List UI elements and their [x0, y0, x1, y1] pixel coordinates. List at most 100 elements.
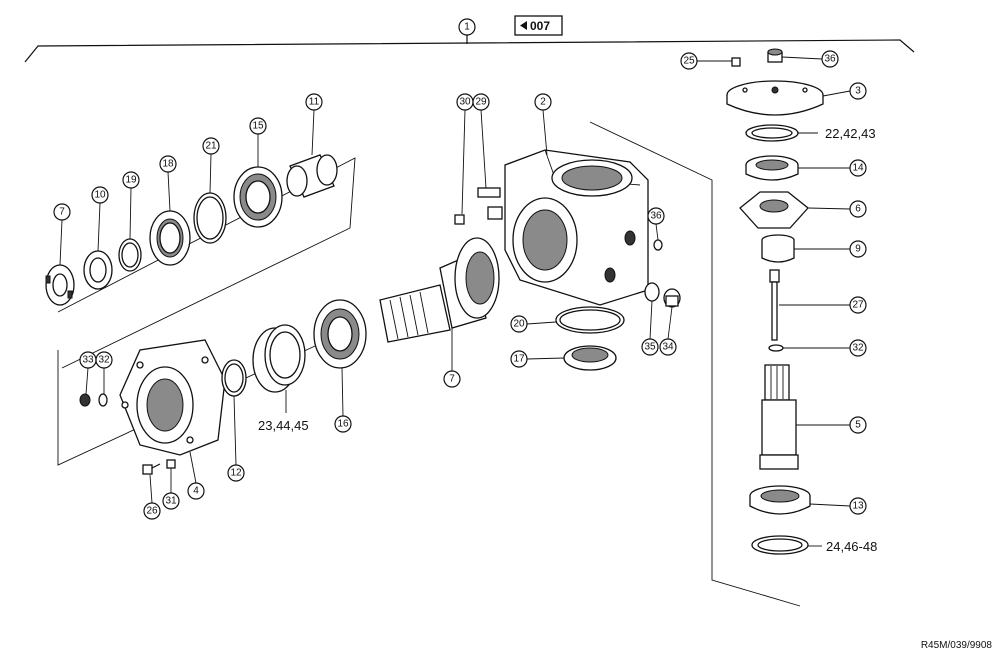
svg-text:11: 11 — [309, 97, 320, 108]
reference-box: 007 — [514, 15, 563, 36]
svg-text:33: 33 — [82, 355, 94, 366]
balloon-item-7: 7 — [443, 370, 461, 388]
balloon-item-2: 2 — [534, 93, 552, 111]
svg-text:29: 29 — [475, 97, 487, 108]
svg-text:25: 25 — [683, 56, 695, 67]
svg-text:13: 13 — [852, 501, 864, 512]
svg-text:7: 7 — [59, 207, 65, 218]
balloon-item-5: 5 — [849, 416, 867, 434]
housing-seal-part — [563, 345, 617, 371]
balloon-item-9: 9 — [849, 240, 867, 258]
roller-bearing-part — [233, 166, 283, 228]
balloon-item-12: 12 — [227, 464, 245, 482]
drain-plug-part — [663, 288, 681, 308]
balloon-item-14: 14 — [849, 159, 867, 177]
spacer-part — [761, 234, 795, 263]
balloon-item-28: 29 — [472, 93, 490, 111]
seal-ring-part — [83, 250, 113, 290]
drain-washer-part — [644, 282, 660, 302]
balloon-item-20: 20 — [510, 315, 528, 333]
shim-set-part — [252, 324, 306, 393]
balloon-item-31-right: 32 — [849, 339, 867, 357]
balloon-item-27: 27 — [849, 296, 867, 314]
balloon-item-36: 36 — [647, 207, 665, 225]
svg-text:31: 31 — [165, 496, 177, 507]
svg-text:10: 10 — [94, 190, 106, 201]
bolt-washer-part — [768, 344, 784, 352]
svg-text:17: 17 — [513, 354, 525, 365]
small-plug-part — [653, 239, 663, 251]
sleeve-part — [286, 154, 338, 198]
svg-text:21: 21 — [205, 141, 217, 152]
svg-text:14: 14 — [852, 163, 864, 174]
balloon-item-33: 34 — [659, 338, 677, 356]
svg-text:5: 5 — [855, 420, 861, 431]
breather-nut-part — [454, 214, 465, 225]
svg-text:16: 16 — [337, 419, 349, 430]
right-group-boundary — [589, 121, 801, 607]
small-nut-part — [79, 393, 91, 407]
balloon-item-32: 33 — [79, 351, 97, 369]
svg-text:15: 15 — [252, 121, 264, 132]
svg-text:35: 35 — [644, 342, 656, 353]
svg-text:30: 30 — [459, 97, 471, 108]
hex-bolt-part — [142, 463, 161, 475]
balloon-item-3: 3 — [849, 82, 867, 100]
balloon-item-19: 19 — [122, 171, 140, 189]
svg-text:19: 19 — [125, 175, 137, 186]
circlip-part — [193, 192, 227, 244]
balloon-item-16: 16 — [334, 415, 352, 433]
small-washer-part — [98, 393, 108, 407]
cover-plug-part — [767, 48, 783, 63]
assembly-bracket — [24, 34, 915, 63]
balloon-item-8: 7 — [53, 203, 71, 221]
balloon-item-11: 11 — [305, 93, 323, 111]
flange-housing-part — [119, 339, 226, 456]
svg-text:007: 007 — [530, 19, 550, 33]
hex-nut-part — [166, 459, 176, 469]
svg-text:34: 34 — [662, 342, 674, 353]
svg-text:32: 32 — [852, 343, 864, 354]
svg-text:32: 32 — [98, 355, 110, 366]
svg-text:12: 12 — [230, 468, 242, 479]
svg-text:3: 3 — [855, 86, 861, 97]
svg-text:18: 18 — [162, 159, 174, 170]
upper-shim-set-part — [745, 124, 799, 142]
svg-text:36: 36 — [824, 54, 836, 65]
group-label-23-44-45: 23,44,45 — [258, 418, 309, 433]
snap-ring-part — [118, 238, 142, 272]
lower-bearing-part — [749, 485, 811, 515]
balloon-item-21: 21 — [202, 137, 220, 155]
balloon-item-15: 15 — [249, 117, 267, 135]
balloon-item-13: 13 — [849, 497, 867, 515]
svg-text:4: 4 — [193, 486, 199, 497]
balloon-item-30: 31 — [162, 492, 180, 510]
breather-bolt-part — [477, 187, 503, 220]
balloon-item-29: 30 — [456, 93, 474, 111]
balloon-item-34: 36 — [821, 50, 839, 68]
balloon-item-6: 6 — [849, 200, 867, 218]
balloon-item-26: 26 — [143, 502, 161, 520]
svg-text:26: 26 — [146, 506, 158, 517]
gearbox-housing-part — [504, 149, 649, 306]
balloon-item-25: 25 — [680, 52, 698, 70]
output-shaft-part — [759, 364, 799, 470]
svg-text:1: 1 — [464, 22, 470, 33]
svg-text:9: 9 — [855, 244, 861, 255]
pinion-bearing-part — [313, 299, 367, 369]
assembly-balloon: 1 — [458, 18, 476, 36]
svg-text:6: 6 — [855, 204, 861, 215]
cover-plate-part — [726, 80, 824, 116]
oil-seal-part — [149, 210, 191, 266]
balloon-item-18: 18 — [159, 155, 177, 173]
group-label-24-46-48: 24,46-48 — [826, 539, 877, 554]
balloon-item-35: 35 — [641, 338, 659, 356]
housing-o-ring-part — [555, 306, 625, 334]
svg-text:2: 2 — [540, 97, 546, 108]
bevel-gear-part — [739, 191, 809, 229]
cover-screw-part — [731, 57, 741, 67]
castle-nut-part — [45, 264, 75, 306]
drawing-id: R45M/039/9908 — [921, 640, 993, 651]
